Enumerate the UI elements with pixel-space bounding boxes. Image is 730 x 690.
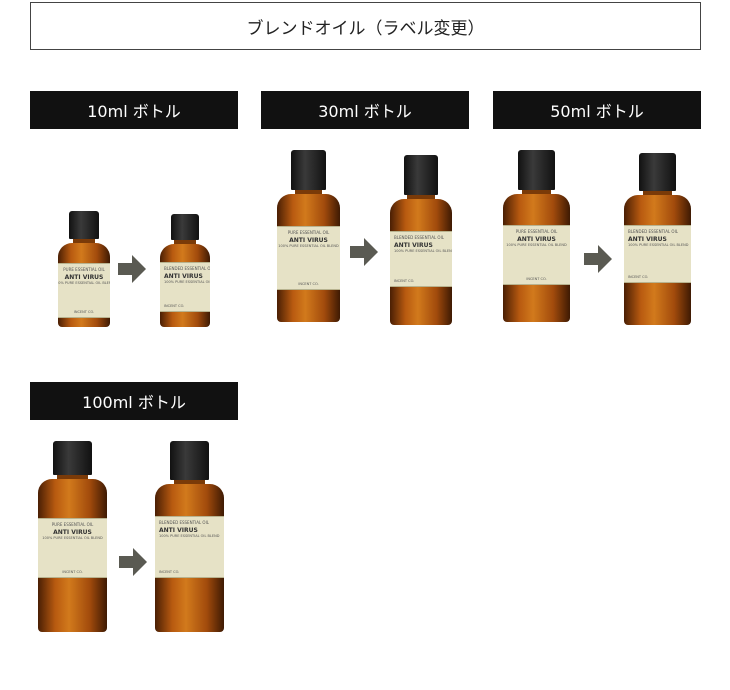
label-brand: INCENT CO. — [298, 282, 319, 286]
label-description: 100% PURE ESSENTIAL OIL BLEND — [58, 281, 110, 285]
bottle-cap — [53, 441, 92, 475]
bottle-label: PURE ESSENTIAL OIL ANTI VIRUS 100% PURE … — [503, 225, 570, 285]
bottle-cap — [170, 441, 209, 480]
section-header-100ml: 100ml ボトル — [30, 382, 238, 420]
label-brand: INCENT CO. — [164, 304, 185, 308]
label-description: 100% PURE ESSENTIAL OIL BLEND — [159, 534, 220, 538]
right-arrow-icon — [350, 238, 378, 266]
right-arrow-icon — [119, 548, 147, 576]
bottle-label: BLENDED ESSENTIAL OIL ANTI VIRUS 100% PU… — [624, 225, 691, 283]
label-product-name: ANTI VIRUS — [159, 527, 198, 534]
label-product-name: ANTI VIRUS — [628, 236, 667, 243]
label-brand: INCENT CO. — [159, 570, 180, 574]
bottle-label: PURE ESSENTIAL OIL ANTI VIRUS 100% PURE … — [58, 263, 110, 318]
label-category: PURE ESSENTIAL OIL — [51, 522, 94, 527]
section-header-50ml: 50ml ボトル — [493, 91, 701, 129]
bottle-neck — [407, 195, 435, 201]
bottle-neck — [294, 190, 323, 196]
bottle-label: PURE ESSENTIAL OIL ANTI VIRUS 100% PURE … — [277, 226, 340, 290]
label-product-name: ANTI VIRUS — [164, 273, 203, 280]
label-category: BLENDED ESSENTIAL OIL — [159, 520, 209, 525]
right-arrow-icon — [118, 255, 146, 283]
label-description: 100% PURE ESSENTIAL OIL BLEND — [278, 244, 339, 248]
bottle-cap — [403, 155, 439, 195]
label-product-name: ANTI VIRUS — [64, 274, 104, 281]
section-header-30ml: 30ml ボトル — [261, 91, 469, 129]
bottle-30ml-new: BLENDED ESSENTIAL OIL ANTI VIRUS 100% PU… — [390, 155, 452, 325]
bottle-neck — [72, 239, 96, 245]
bottle-10ml-new: BLENDED ESSENTIAL OIL ANTI VIRUS 100% PU… — [160, 214, 210, 327]
page-title: ブレンドオイル（ラベル変更） — [30, 2, 701, 50]
label-product-name: ANTI VIRUS — [289, 237, 328, 244]
label-brand: INCENT CO. — [73, 310, 95, 314]
bottle-100ml-old: PURE ESSENTIAL OIL ANTI VIRUS 100% PURE … — [38, 441, 107, 632]
bottle-neck — [521, 190, 552, 196]
bottle-label: BLENDED ESSENTIAL OIL ANTI VIRUS 100% PU… — [390, 231, 452, 287]
label-brand: INCENT CO. — [628, 275, 649, 279]
bottle-30ml-old: PURE ESSENTIAL OIL ANTI VIRUS 100% PURE … — [277, 150, 340, 322]
bottle-10ml-old: PURE ESSENTIAL OIL ANTI VIRUS 100% PURE … — [58, 211, 110, 327]
bottle-label: BLENDED ESSENTIAL OIL ANTI VIRUS 100% PU… — [155, 516, 224, 578]
label-description: 100% PURE ESSENTIAL OIL BLEND — [628, 243, 689, 247]
label-product-name: ANTI VIRUS — [53, 529, 92, 536]
right-arrow-icon — [584, 245, 612, 273]
label-product-name: ANTI VIRUS — [394, 242, 433, 249]
bottle-cap — [69, 211, 99, 239]
bottle-cap — [638, 153, 677, 191]
label-product-name: ANTI VIRUS — [517, 236, 556, 243]
label-description: 100% PURE ESSENTIAL OIL BLEND — [394, 249, 452, 253]
bottle-50ml-old: PURE ESSENTIAL OIL ANTI VIRUS 100% PURE … — [503, 150, 570, 322]
label-description: 100% PURE ESSENTIAL OIL BLEND — [164, 280, 210, 284]
bottle-neck — [174, 480, 205, 486]
bottle-neck — [174, 240, 196, 246]
label-brand: INCENT CO. — [62, 570, 83, 574]
label-brand: INCENT CO. — [394, 279, 415, 283]
bottle-label: BLENDED ESSENTIAL OIL ANTI VIRUS 100% PU… — [160, 262, 210, 312]
bottle-label: PURE ESSENTIAL OIL ANTI VIRUS 100% PURE … — [38, 518, 107, 578]
label-description: 100% PURE ESSENTIAL OIL BLEND — [506, 243, 567, 247]
label-category: PURE ESSENTIAL OIL — [515, 229, 558, 234]
bottle-50ml-new: BLENDED ESSENTIAL OIL ANTI VIRUS 100% PU… — [624, 153, 691, 325]
label-category: PURE ESSENTIAL OIL — [63, 267, 105, 272]
label-brand: INCENT CO. — [526, 277, 547, 281]
bottle-cap — [517, 150, 556, 190]
label-category: BLENDED ESSENTIAL OIL — [164, 266, 210, 271]
section-header-10ml: 10ml ボトル — [30, 91, 238, 129]
label-category: PURE ESSENTIAL OIL — [287, 230, 330, 235]
label-category: BLENDED ESSENTIAL OIL — [394, 235, 444, 240]
label-description: 100% PURE ESSENTIAL OIL BLEND — [42, 536, 103, 540]
bottle-cap — [171, 214, 199, 240]
bottle-100ml-new: BLENDED ESSENTIAL OIL ANTI VIRUS 100% PU… — [155, 441, 224, 632]
bottle-neck — [57, 475, 88, 481]
bottle-neck — [642, 191, 673, 197]
bottle-cap — [290, 150, 327, 190]
label-category: BLENDED ESSENTIAL OIL — [628, 229, 678, 234]
